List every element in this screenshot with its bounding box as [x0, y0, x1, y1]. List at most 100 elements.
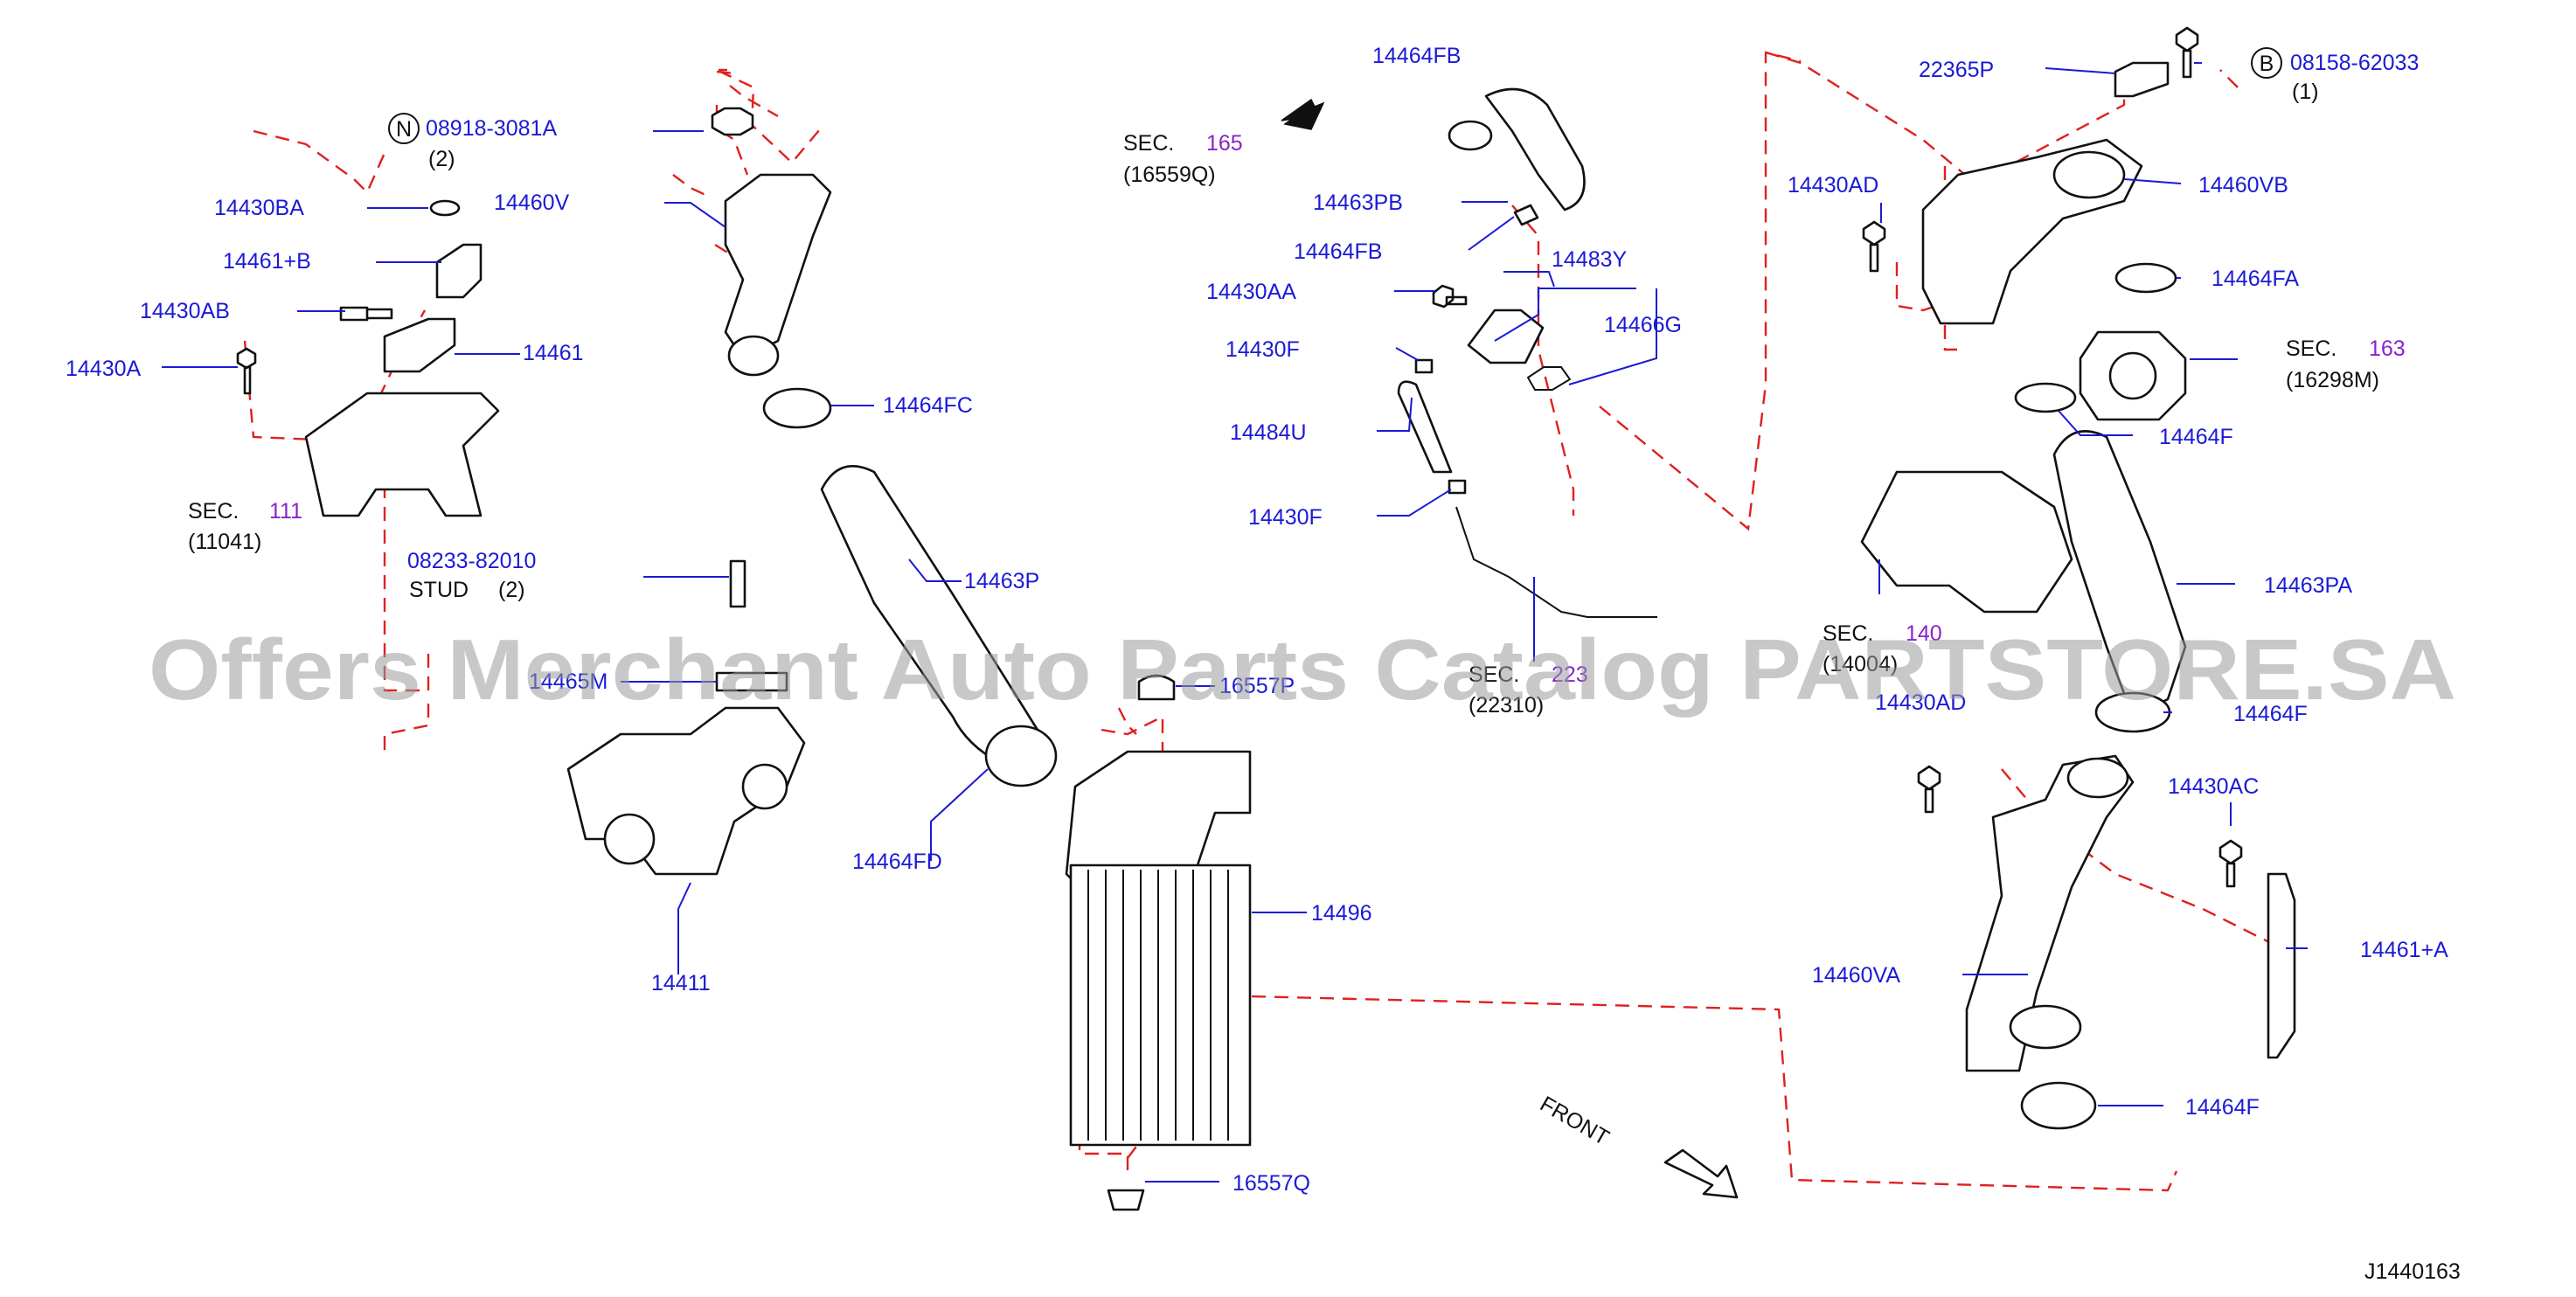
section-163[interactable]: SEC. 163 (16298M): [2286, 336, 2406, 392]
gasket-14465M: [715, 671, 788, 692]
bracket-14461: [383, 317, 456, 373]
label-14464FD[interactable]: 14464FD: [852, 850, 942, 874]
label-16557Q[interactable]: 16557Q: [1232, 1171, 1310, 1196]
section-140[interactable]: SEC. 140 (14004): [1823, 621, 1942, 676]
sec-140-word: SEC.: [1823, 621, 1873, 646]
hose-14463PB: [1484, 87, 1586, 212]
hose-14484U: [1397, 380, 1453, 474]
label-14483Y[interactable]: 14483Y: [1552, 247, 1628, 272]
qty-08233: (2): [498, 578, 525, 602]
section-223[interactable]: SEC. 223 (22310): [1469, 662, 1588, 718]
clamp-14464FB-mid: [1513, 204, 1539, 226]
label-14464FB-mid[interactable]: 14464FB: [1294, 239, 1382, 264]
label-16557P[interactable]: 16557P: [1219, 674, 1295, 698]
intercooler-inlet: [1065, 750, 1252, 884]
sec-111-number: 111: [269, 499, 302, 524]
callout-N: N: [388, 113, 420, 144]
label-14496[interactable]: 14496: [1311, 901, 1372, 926]
label-14464F-c[interactable]: 14464F: [2185, 1095, 2260, 1120]
sensor-22365P: [2114, 61, 2170, 98]
label-14463P[interactable]: 14463P: [964, 569, 1039, 593]
bolt-14430AC: [2218, 839, 2243, 888]
label-14430F-a[interactable]: 14430F: [1226, 337, 1300, 362]
callout-B-letter: B: [2260, 52, 2274, 76]
label-14464F-b[interactable]: 14464F: [2233, 702, 2308, 726]
label-14484U[interactable]: 14484U: [1230, 420, 1307, 445]
sec-165-number: 165: [1206, 131, 1243, 156]
label-14466G[interactable]: 14466G: [1604, 313, 1682, 337]
label-14460V[interactable]: 14460V: [494, 191, 570, 215]
sec-111-ref: (11041): [188, 530, 261, 554]
intake-manifold: [1860, 470, 2073, 614]
label-14411[interactable]: 14411: [651, 971, 711, 995]
label-14430F-b[interactable]: 14430F: [1248, 505, 1323, 530]
label-08233-82010[interactable]: 08233-82010: [407, 549, 536, 573]
label-14430AB[interactable]: 14430AB: [140, 299, 230, 323]
label-14430A[interactable]: 14430A: [66, 357, 142, 381]
callout-N-letter: N: [396, 117, 412, 142]
clamp-14464FD: [984, 725, 1058, 787]
intercooler-fins: [1087, 870, 1229, 1141]
pipe-14460VA-outlet: [2009, 1004, 2082, 1050]
sec-163-number: 163: [2369, 336, 2406, 361]
label-stud: STUD: [409, 578, 469, 602]
label-14463PA[interactable]: 14463PA: [2264, 573, 2352, 598]
nut-08918: [711, 107, 754, 136]
watermark: Offers Merchant Auto Parts Catalog PARTS…: [149, 621, 2456, 718]
label-08918-3081A[interactable]: 08918-3081A: [426, 116, 557, 141]
throttle-bore: [2108, 351, 2157, 400]
bolt-14430AA: [1432, 284, 1468, 309]
turbo-actuator: [741, 763, 788, 810]
stud-08233: [729, 559, 746, 608]
qty-08158: (1): [2292, 80, 2319, 104]
label-14430AD-top[interactable]: 14430AD: [1788, 173, 1878, 198]
sec-165-ref: (16559Q): [1123, 163, 1216, 187]
part-illustrations: [236, 26, 2296, 1211]
label-14463PB[interactable]: 14463PB: [1313, 191, 1403, 215]
label-14464FA[interactable]: 14464FA: [2211, 267, 2299, 291]
grommet-16557Q: [1107, 1189, 1145, 1211]
label-14465M[interactable]: 14465M: [529, 669, 608, 694]
clamp-14464FC: [762, 387, 832, 429]
qty-08918: (2): [428, 147, 455, 171]
label-14430AD-mid[interactable]: 14430AD: [1875, 690, 1966, 715]
water-pipe: [1455, 506, 1657, 618]
label-14460VB[interactable]: 14460VB: [2198, 173, 2288, 198]
label-14464FB-top[interactable]: 14464FB: [1372, 44, 1461, 68]
label-14464F-a[interactable]: 14464F: [2159, 425, 2233, 449]
section-refs: SEC. 165 (16559Q) SEC. 111 (11041) SEC. …: [188, 131, 2406, 718]
front-arrow-icon: [1663, 1148, 1739, 1199]
label-22365P[interactable]: 22365P: [1919, 58, 1994, 82]
section-165[interactable]: SEC. 165 (16559Q): [1123, 131, 1243, 187]
label-14461B[interactable]: 14461+B: [223, 249, 311, 274]
label-14430AA[interactable]: 14430AA: [1206, 280, 1296, 304]
label-14464FC[interactable]: 14464FC: [883, 393, 973, 418]
label-14461A[interactable]: 14461+A: [2360, 938, 2448, 962]
label-14460VA[interactable]: 14460VA: [1812, 963, 1900, 988]
clamp-14464F-upper: [2014, 382, 2077, 413]
sec-223-number: 223: [1552, 662, 1588, 687]
pipe-mouth: [727, 335, 780, 377]
bolt-08158: [2175, 26, 2199, 79]
pipe-14460VB-mouth: [2052, 150, 2126, 199]
nut-14430BA: [429, 199, 461, 217]
bracket-14461B: [435, 243, 483, 299]
grommet-16557P: [1137, 674, 1176, 701]
sec-223-ref: (22310): [1469, 693, 1544, 718]
pipe-14460VA: [1965, 754, 2135, 1072]
bolt-14430AD-mid: [1917, 765, 1941, 814]
clamp-14430F-a: [1414, 358, 1434, 374]
label-14430AC[interactable]: 14430AC: [2168, 774, 2259, 799]
clamp-14430F-b: [1448, 479, 1467, 495]
label-08158-62033[interactable]: 08158-62033: [2290, 51, 2419, 75]
section-111[interactable]: SEC. 111 (11041): [188, 499, 302, 554]
part-labels: 14464FB 22365P 08158-62033 (1) 08918-308…: [66, 44, 2448, 1196]
callout-B: B: [2251, 47, 2282, 79]
sec-165-word: SEC.: [1123, 131, 1174, 156]
front-indicator: FRONT: [1536, 1092, 1739, 1199]
clamp-14464FA: [2114, 262, 2177, 294]
sec-163-word: SEC.: [2286, 336, 2336, 361]
diagram-code: J1440163: [2364, 1259, 2461, 1284]
label-14430BA[interactable]: 14430BA: [214, 196, 304, 220]
label-14461[interactable]: 14461: [523, 341, 584, 365]
